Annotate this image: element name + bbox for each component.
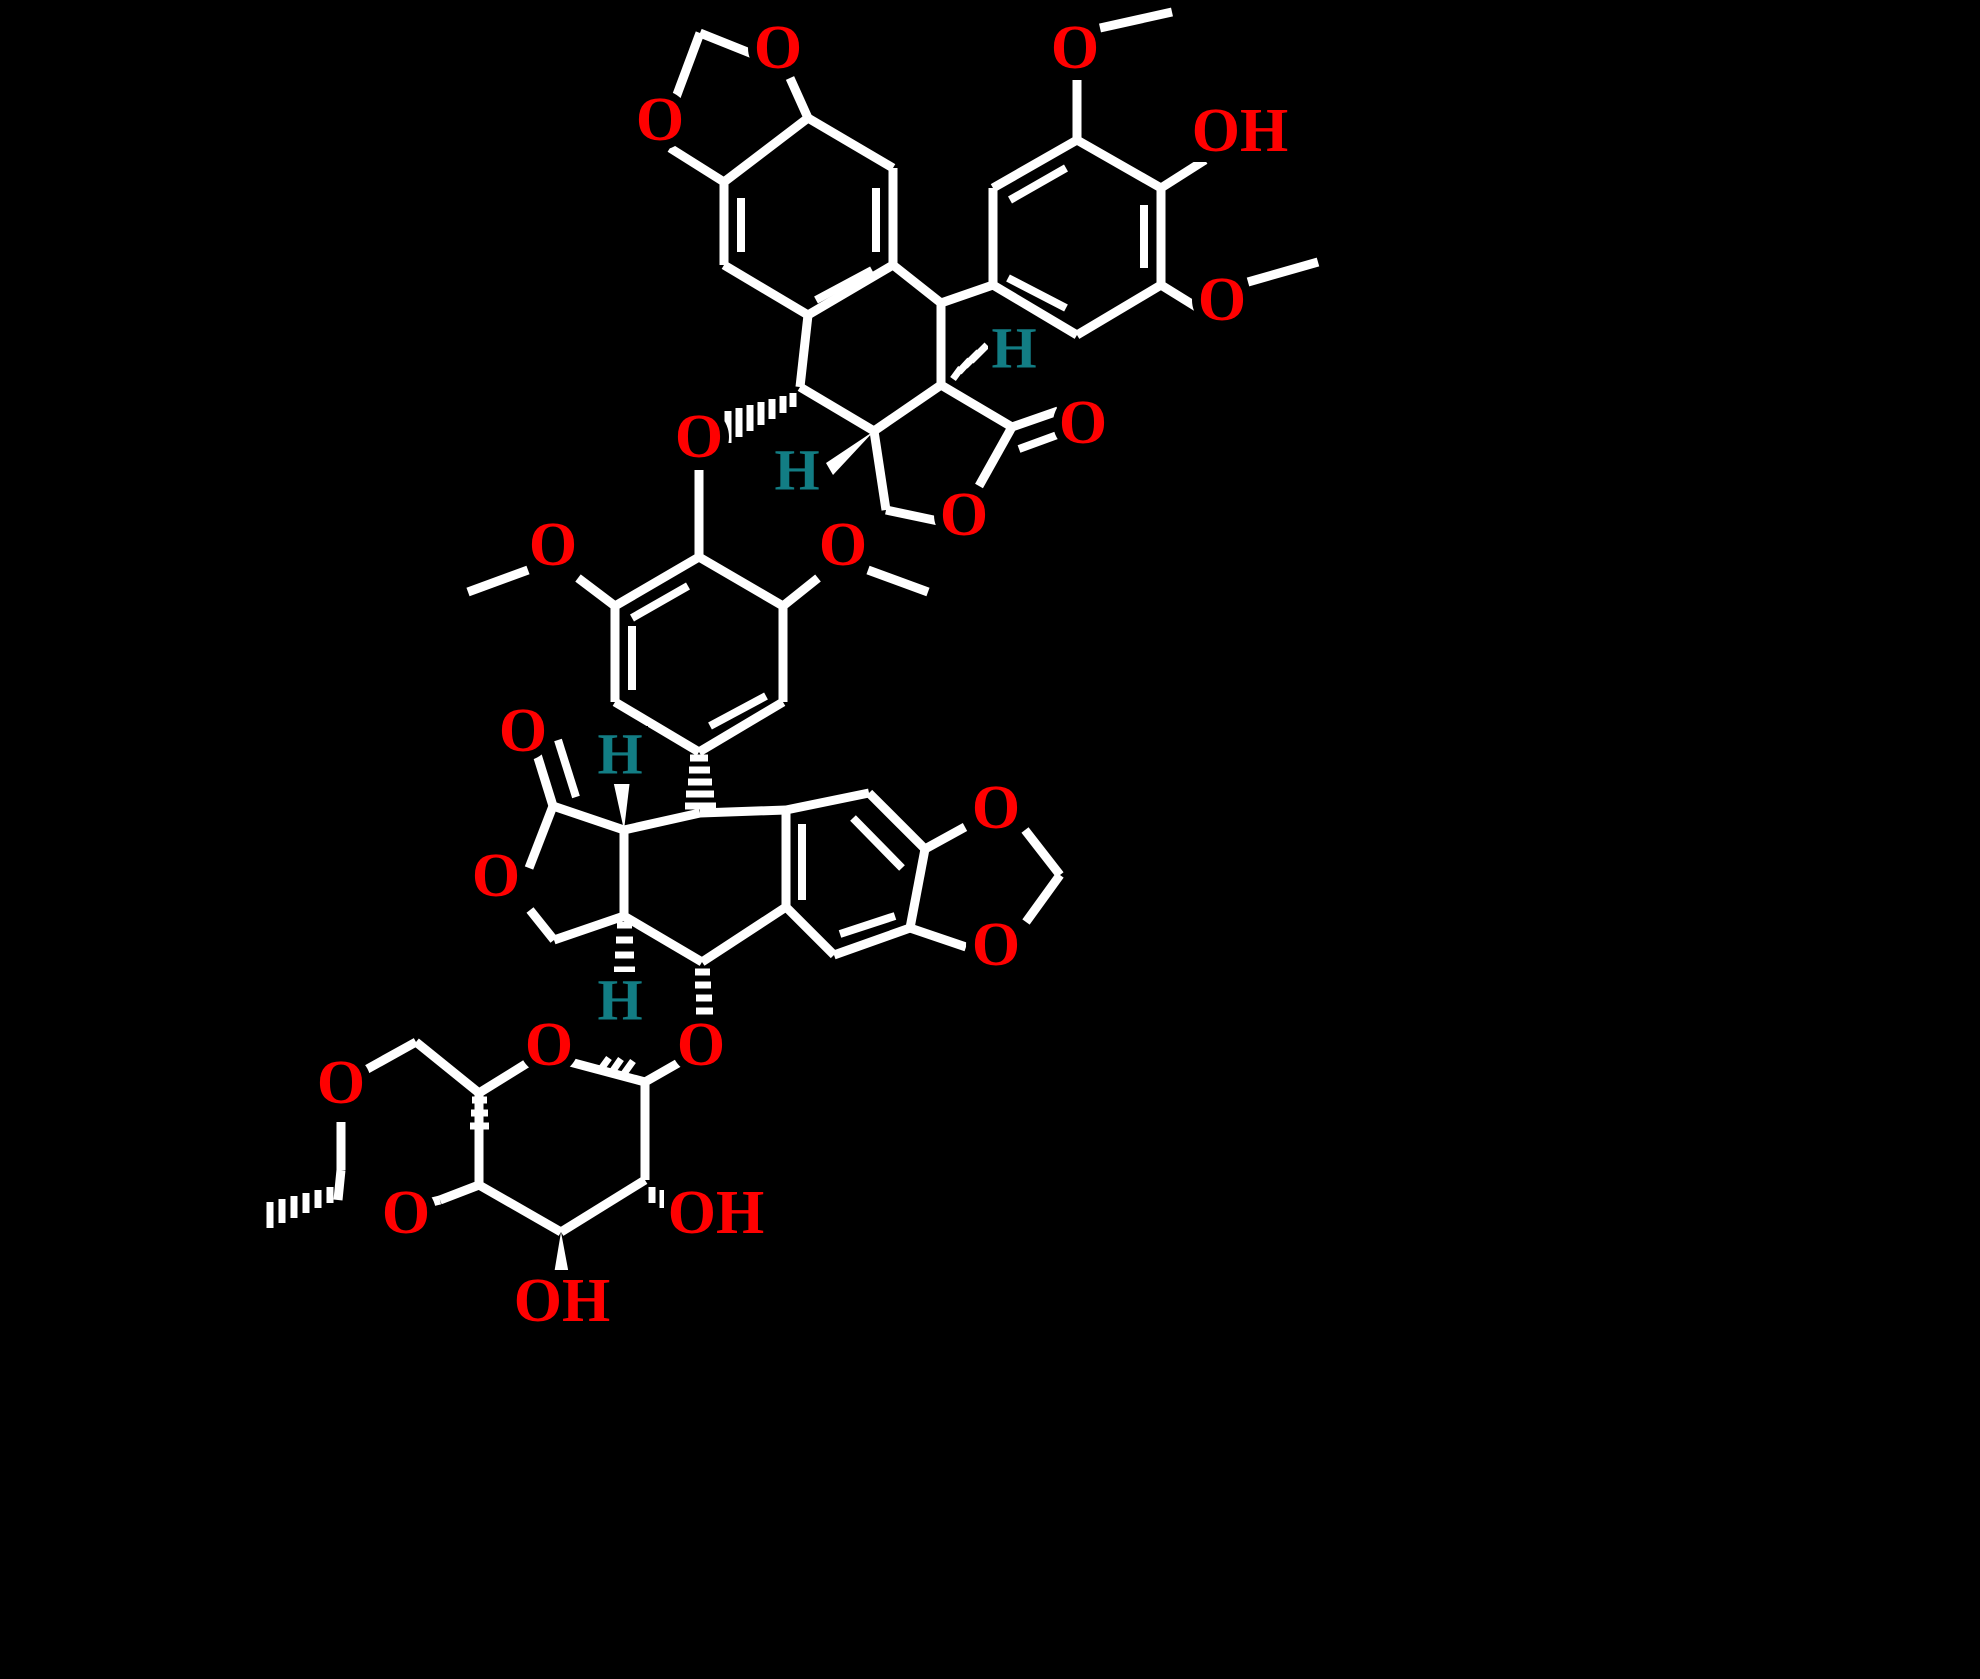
hashed-bond-aryl-to-core [685, 754, 716, 810]
hydrogen-label-h-1: H [991, 316, 1036, 381]
hydroxyl-label-oh-2: OH [668, 1179, 764, 1247]
lower-aromatic-methylenedioxy [782, 788, 1064, 960]
hashed-bond-glycoside [695, 968, 713, 1015]
oxygen-label-o-14: O [677, 1011, 725, 1079]
label-bg-o-11 [966, 778, 1026, 838]
middle-syringyl-ring [466, 553, 930, 756]
label-bg-h-1 [988, 320, 1042, 378]
top-methylenedioxyphenyl-fragment [667, 28, 898, 319]
glycosidic-link [642, 1058, 683, 1086]
hashed-bond-sugar-c4 [470, 1096, 489, 1130]
label-bg-oh-3 [510, 1270, 614, 1332]
label-bg-h-4 [594, 972, 648, 1030]
hashed-bond-sugar-c1 [598, 1055, 636, 1078]
label-bg-o-2 [630, 90, 690, 150]
label-bg-o-12 [466, 846, 526, 906]
label-bg-oh-1 [1188, 100, 1292, 162]
oxygen-label-o-16: O [317, 1049, 365, 1117]
label-bg-o-16 [311, 1053, 371, 1113]
label-bg-o-4 [1192, 270, 1252, 330]
oxygen-label-o-9: O [819, 511, 867, 579]
oxygen-label-o-12: O [472, 842, 520, 910]
oxygen-label-o-1: O [754, 14, 802, 82]
label-bg-o-8 [523, 515, 583, 575]
label-bg-oh-2 [664, 1182, 768, 1244]
label-bg-o-7 [934, 485, 994, 545]
label-bg-o-1 [748, 18, 808, 78]
oxygen-label-o-13: O [972, 911, 1020, 979]
oxygen-label-o-8: O [529, 511, 577, 579]
oxygen-label-o-15: O [525, 1011, 573, 1079]
label-bg-o-10 [493, 701, 553, 761]
label-bg-o-17 [376, 1183, 436, 1243]
hydrogen-label-h-4: H [597, 968, 642, 1033]
oxygen-label-o-5: O [1059, 389, 1107, 457]
hashed-bond-o6 [724, 393, 797, 443]
oxygen-label-o-11: O [972, 774, 1020, 842]
label-bg-o-15 [519, 1015, 579, 1075]
label-bg-o-9 [813, 515, 873, 575]
oxygen-label-o-7: O [940, 481, 988, 549]
label-bg-o-5 [1053, 393, 1113, 453]
atom-label-layer: O O O OH O H O O H O O O O H O O O [311, 14, 1292, 1335]
oxygen-label-o-6: O [675, 403, 723, 471]
oxygen-label-o-17: O [382, 1179, 430, 1247]
oxygen-label-o-4: O [1198, 266, 1246, 334]
label-bg-h-2 [771, 442, 825, 500]
lower-aryltetralin-lactone-core [524, 738, 791, 1015]
label-bg-o-6 [669, 407, 729, 467]
hashed-bond-h1 [950, 342, 990, 382]
label-bg-o-13 [966, 915, 1026, 975]
upper-aryltetralin-core [724, 261, 1062, 527]
hydroxyl-label-oh-3: OH [514, 1267, 610, 1335]
oxygen-label-o-2: O [636, 86, 684, 154]
hydroxyl-label-oh-1: OH [1192, 97, 1288, 165]
hashed-bond-acetal [266, 1187, 334, 1228]
label-bg-h-3 [594, 726, 648, 784]
label-bg-o-3 [1045, 18, 1105, 78]
hashed-bond-h4 [614, 921, 635, 974]
oxygen-label-o-10: O [499, 697, 547, 765]
label-bg-o-14 [671, 1015, 731, 1075]
benzylidene-glucopyranose [266, 1038, 689, 1280]
hydrogen-label-h-2: H [774, 438, 819, 503]
oxygen-label-o-3: O [1051, 14, 1099, 82]
hydrogen-label-h-3: H [597, 722, 642, 787]
